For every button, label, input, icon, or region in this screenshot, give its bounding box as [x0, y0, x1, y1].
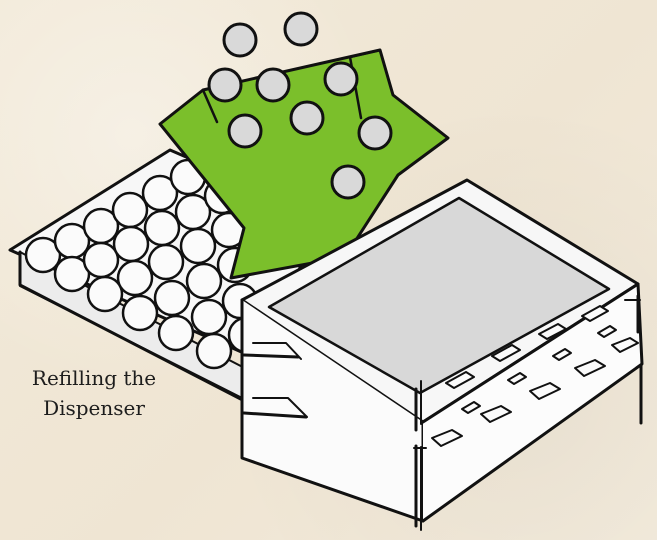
tray-token-25 [197, 334, 231, 368]
falling-token-1 [224, 24, 256, 56]
falling-token-4 [257, 69, 289, 101]
tray-token-14 [118, 261, 152, 295]
falling-token-7 [291, 102, 323, 134]
tray-token-15 [149, 245, 183, 279]
tray-token-20 [187, 264, 221, 298]
tray-token-19 [155, 281, 189, 315]
tray-token-18 [123, 296, 157, 330]
caption-line-1: Refilling the [0, 363, 188, 393]
tray-token-4 [113, 193, 147, 227]
falling-token-3 [209, 69, 241, 101]
tray-token-16 [181, 229, 215, 263]
tray-token-23 [192, 300, 226, 334]
caption-line-2: Dispenser [0, 393, 188, 423]
tray-token-10 [145, 211, 179, 245]
falling-token-9 [332, 166, 364, 198]
caption: Refilling the Dispenser [0, 363, 188, 423]
tray-token-22 [159, 316, 193, 350]
falling-token-2 [285, 13, 317, 45]
tray-token-8 [84, 243, 118, 277]
tray-token-9 [114, 227, 148, 261]
falling-token-5 [325, 63, 357, 95]
falling-token-8 [359, 117, 391, 149]
falling-token-6 [229, 115, 261, 147]
tray-token-13 [88, 277, 122, 311]
